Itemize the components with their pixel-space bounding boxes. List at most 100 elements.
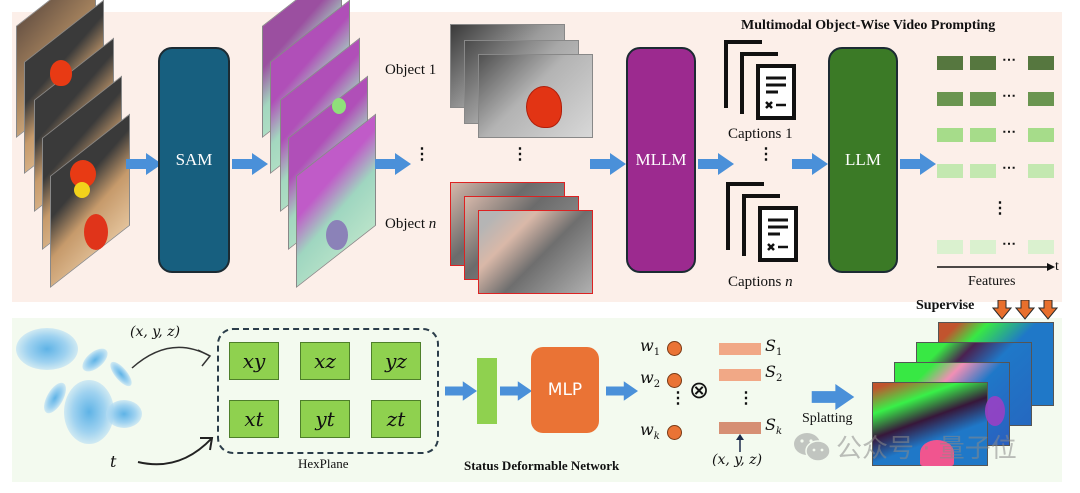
segmented-object-mask	[326, 220, 348, 250]
state-2-bar	[719, 369, 761, 381]
arrow-right-icon	[698, 153, 734, 175]
plane-zt: zt	[371, 400, 421, 438]
mllm-block: MLLM	[626, 47, 696, 273]
weight-k-label: wk	[640, 420, 660, 443]
document-stack-icon	[726, 182, 798, 262]
arrow-up-icon	[736, 434, 744, 452]
horizontal-ellipsis: ⋯	[1002, 125, 1017, 140]
horizontal-ellipsis: ⋯	[1002, 89, 1017, 104]
plane-xy: xy	[229, 342, 279, 380]
plane-yz: yz	[371, 342, 421, 380]
object-1-label: Object 1	[385, 62, 437, 78]
gaussian-ellipsoid	[64, 380, 114, 444]
arrow-right-icon	[590, 153, 626, 175]
segmented-object-mask	[332, 98, 346, 114]
red-toy-object	[84, 214, 108, 250]
tensor-product-symbol: ⊗	[689, 376, 710, 404]
curved-arrow-icon	[131, 346, 212, 369]
captions-n-var: n	[785, 274, 793, 290]
vertical-ellipsis: ⋮	[512, 146, 528, 163]
arrow-right-icon	[445, 381, 477, 401]
feature-token	[970, 240, 996, 254]
feature-vector-bar	[477, 358, 497, 424]
features-label: Features	[968, 274, 1016, 289]
hexplane-label: HexPlane	[298, 456, 349, 471]
object-n-label: Object n	[385, 216, 436, 233]
sam-block: SAM	[158, 47, 230, 273]
object-n-frame	[478, 210, 593, 294]
feature-token	[1028, 56, 1054, 70]
state-k-label: Sk	[765, 415, 783, 438]
vertical-ellipsis: ⋮	[670, 390, 686, 407]
curved-arrow-icon	[137, 437, 214, 466]
coords-input-label: (x, y, z)	[130, 324, 181, 340]
plane-yt: yt	[300, 400, 350, 438]
weight-k-circle	[667, 425, 682, 440]
captions-n-label: Captions n	[728, 274, 793, 291]
arrow-right-icon	[232, 153, 268, 175]
state-k-bar	[719, 422, 761, 434]
pink-object-render	[920, 440, 954, 466]
llm-label: LLM	[845, 150, 881, 169]
arrow-right-icon	[126, 153, 162, 175]
plane-xz: xz	[300, 342, 350, 380]
arrow-right-icon	[792, 153, 828, 175]
network-label: Status Deformable Network	[464, 458, 620, 473]
arrow-right-icon	[500, 381, 532, 401]
sam-label: SAM	[175, 150, 213, 169]
state-2-label: S2	[765, 362, 783, 385]
feature-token	[937, 92, 963, 106]
prompting-title: Multimodal Object-Wise Video Prompting	[741, 18, 996, 33]
feature-token	[1028, 92, 1054, 106]
vertical-ellipsis: ⋮	[738, 390, 754, 407]
feature-token	[970, 56, 996, 70]
plane-xt: xt	[229, 400, 279, 438]
horizontal-ellipsis: ⋯	[1002, 53, 1017, 68]
state-1-label: S1	[765, 336, 783, 359]
weight-2-label: w2	[640, 368, 661, 391]
state-1-bar	[719, 343, 761, 355]
object-n-var: n	[428, 216, 437, 232]
time-axis-label: t	[1055, 259, 1059, 274]
feature-token	[937, 128, 963, 142]
arrow-right-icon	[375, 153, 411, 175]
horizontal-ellipsis: ⋯	[1002, 161, 1017, 176]
feature-token	[970, 164, 996, 178]
arrow-right-icon	[900, 153, 936, 175]
feature-token	[937, 240, 963, 254]
watermark: 公众号 · 量子位	[792, 428, 1017, 465]
feature-token	[937, 164, 963, 178]
gaussian-ellipsoid	[106, 400, 142, 428]
state-query-label: (x, y, z)	[712, 452, 763, 468]
weight-1-label: w1	[640, 336, 661, 359]
mlp-label: MLP	[547, 380, 583, 400]
vertical-ellipsis: ⋮	[414, 146, 430, 163]
wechat-icon	[794, 432, 831, 462]
mlp-block: MLP	[531, 347, 599, 433]
arrow-right-icon	[606, 381, 638, 401]
arrow-down-icon	[1015, 300, 1035, 320]
arrow-right-icon	[811, 384, 855, 410]
time-axis-arrow	[937, 263, 1055, 271]
hexplane-container	[217, 328, 439, 454]
time-input-label: t	[110, 452, 117, 471]
feature-token	[937, 56, 963, 70]
horizontal-ellipsis: ⋯	[1002, 237, 1017, 252]
captions-1-label: Captions 1	[728, 126, 793, 142]
llm-block: LLM	[828, 47, 898, 273]
captions-n-prefix: Captions	[728, 274, 786, 290]
mllm-label: MLLM	[635, 150, 687, 169]
red-toy-object	[50, 60, 72, 86]
feature-token	[970, 128, 996, 142]
feature-token	[1028, 240, 1054, 254]
vertical-ellipsis: ⋮	[758, 146, 774, 163]
arrow-down-icon	[1038, 300, 1058, 320]
feature-token	[1028, 128, 1054, 142]
weight-1-circle	[667, 341, 682, 356]
object-1-mask	[526, 86, 562, 128]
vertical-ellipsis: ⋮	[992, 200, 1008, 217]
document-stack-icon	[724, 40, 796, 120]
gaussian-ellipsoid	[16, 328, 78, 370]
arrow-down-icon	[992, 300, 1012, 320]
weight-2-circle	[667, 373, 682, 388]
